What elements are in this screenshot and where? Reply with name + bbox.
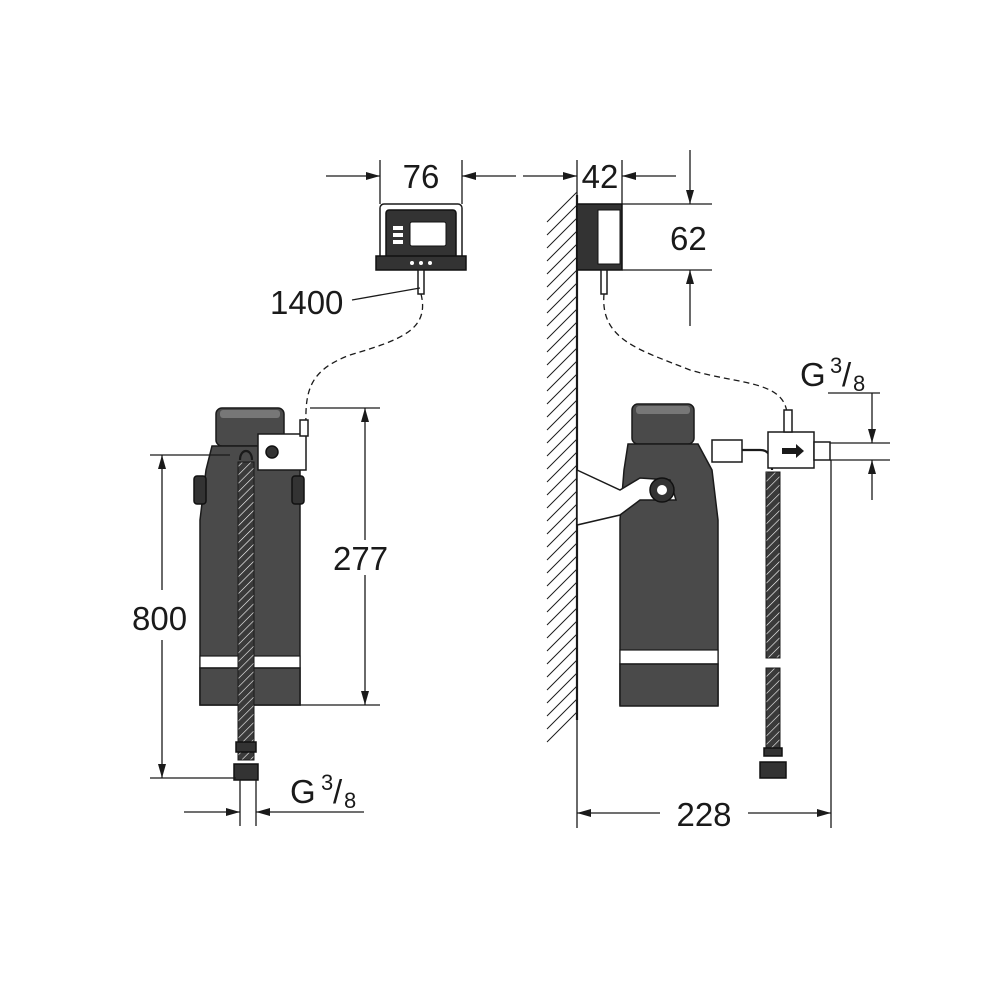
thread-outlet: G 3 / 8 (800, 353, 890, 500)
dimension-62: 62 (622, 150, 712, 326)
dimension-label-76: 76 (403, 158, 440, 195)
thread-inlet-prefix: G (290, 773, 316, 810)
wall-hatch-line (546, 191, 578, 223)
dimension-label-228: 228 (676, 796, 731, 833)
dimension-label-42: 42 (582, 158, 619, 195)
dimension-label-1400: 1400 (270, 284, 343, 321)
filter-front (193, 407, 309, 781)
wall-hatch-line (546, 386, 578, 418)
wall-hatch-line (546, 204, 578, 236)
wall-hatch-line (546, 477, 578, 509)
wall-hatch-line (546, 464, 578, 496)
dimension-42: 42 (523, 158, 676, 204)
wall (546, 191, 579, 743)
wall-hatch-line (546, 698, 578, 730)
dimension-label-800: 800 (132, 600, 187, 637)
wall-hatch-line (546, 217, 578, 249)
wall-hatch-line (546, 399, 578, 431)
wall-hatch-line (546, 347, 578, 379)
wall-hatch-line (546, 568, 578, 600)
wall-hatch-line (546, 425, 578, 457)
wall-hatch-line (546, 633, 578, 665)
thread-inlet-slash: / (333, 773, 343, 810)
wall-hatch-line (546, 282, 578, 314)
wall-hatch-line (546, 373, 578, 405)
wall-hatch-line (546, 308, 578, 340)
wall-hatch-line (546, 360, 578, 392)
display-unit-front (375, 203, 467, 295)
wall-hatch-line (546, 412, 578, 444)
dimension-277: 277 (300, 407, 388, 706)
filter-side (576, 403, 831, 779)
wall-hatch-line (546, 685, 578, 717)
thread-outlet-prefix: G (800, 356, 826, 393)
wall-hatch-line (546, 503, 578, 535)
thread-inlet-denominator: 8 (344, 788, 356, 813)
wall-hatch-line (546, 438, 578, 470)
dimension-800: 800 (132, 454, 236, 779)
wall-hatch-line (546, 555, 578, 587)
wall-hatch-line (546, 490, 578, 522)
wall-hatch-line (546, 646, 578, 678)
wall-hatch-line (546, 516, 578, 548)
wall-hatch-line (546, 334, 578, 366)
thread-outlet-numerator: 3 (830, 353, 842, 378)
wall-hatch-line (546, 581, 578, 613)
thread-outlet-slash: / (842, 356, 852, 393)
wall-hatch-line (546, 711, 578, 743)
thread-inlet-numerator: 3 (321, 770, 333, 795)
wall-hatch-line (546, 269, 578, 301)
dimension-228: 228 (576, 460, 832, 833)
thread-inlet: G 3 / 8 (184, 770, 364, 826)
wall-hatch-line (546, 672, 578, 704)
wall-hatch-line (546, 542, 578, 574)
thread-outlet-denominator: 8 (853, 371, 865, 396)
dimension-76: 76 (326, 158, 516, 204)
wall-hatch-line (546, 594, 578, 626)
dimension-1400: 1400 (270, 284, 424, 426)
wall-hatch-line (546, 607, 578, 639)
wall-hatch-line (546, 620, 578, 652)
wall-hatch-line (546, 529, 578, 561)
wall-hatch-line (546, 243, 578, 275)
display-unit-side (576, 203, 788, 421)
wall-hatch-line (546, 451, 578, 483)
wall-hatch-line (546, 256, 578, 288)
wall-hatch-line (546, 230, 578, 262)
wall-hatch-line (546, 659, 578, 691)
dimension-label-277: 277 (333, 540, 388, 577)
dimension-label-62: 62 (670, 220, 707, 257)
wall-hatch-line (546, 295, 578, 327)
wall-hatch-line (546, 321, 578, 353)
